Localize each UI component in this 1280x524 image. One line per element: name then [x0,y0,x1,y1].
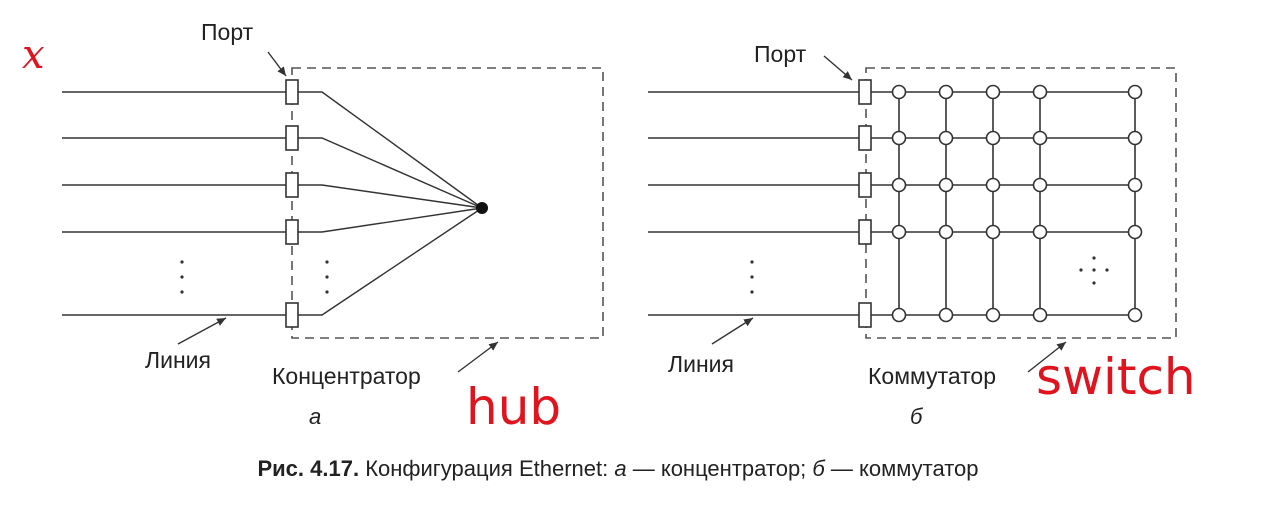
hub-fan [298,91,483,316]
caption-a-letter: а [614,456,626,481]
hub-port-3 [285,172,299,198]
switch-enclosure [865,67,1177,339]
switch-port-1 [858,79,872,105]
switch-device-label: Коммутатор [868,363,996,389]
hub-figure: Порт Линия Концентратор а [62,19,604,429]
switch-figure: Порт Линия Коммутатор б [648,41,1177,429]
switch-line-label: Линия [668,351,734,377]
figure-caption: Рис. 4.17. Конфигурация Ethernet: а — ко… [257,456,978,481]
switch-ellipsis [750,256,1109,294]
switch-crossbar-columns [898,92,1136,315]
switch-device-arrow [1027,341,1067,373]
switch-port-4 [858,219,872,245]
switch-lines [648,91,859,316]
hub-lines [62,91,286,316]
hub-port-arrow [267,51,287,77]
hub-port-5 [285,302,299,328]
hub-port-4 [285,219,299,245]
hub-device-label: Концентратор [272,363,421,389]
hub-port-1 [285,79,299,105]
hub-port-2 [285,125,299,151]
hub-line-arrow [177,317,227,345]
caption-b-text: — коммутатор [825,456,979,481]
switch-crossbar-rows [871,91,1135,316]
switch-port-arrow [823,55,853,81]
switch-ports [858,79,872,328]
switch-port-2 [858,125,872,151]
hub-enclosure [291,67,604,339]
switch-line-arrow [711,317,754,345]
switch-crossbar-nodes [891,84,1143,323]
caption-b-letter: б [812,456,826,481]
hub-sublabel: а [309,404,321,429]
handwritten-corner-mark: x [22,32,45,78]
switch-sublabel: б [910,404,924,429]
switch-port-5 [858,302,872,328]
hub-line-label: Линия [145,347,211,373]
handwritten-hub: hub [466,378,561,436]
switch-port-label: Порт [754,41,807,67]
hub-center-node [476,202,488,214]
hub-port-label: Порт [201,19,254,45]
hub-ellipsis [180,260,329,294]
caption-number: Рис. 4.17. [257,456,359,481]
hub-device-arrow [457,341,499,373]
caption-a-text: — концентратор; [627,456,813,481]
caption-text: Конфигурация Ethernet: [359,456,614,481]
switch-port-3 [858,172,872,198]
handwritten-switch: switch [1036,348,1196,406]
